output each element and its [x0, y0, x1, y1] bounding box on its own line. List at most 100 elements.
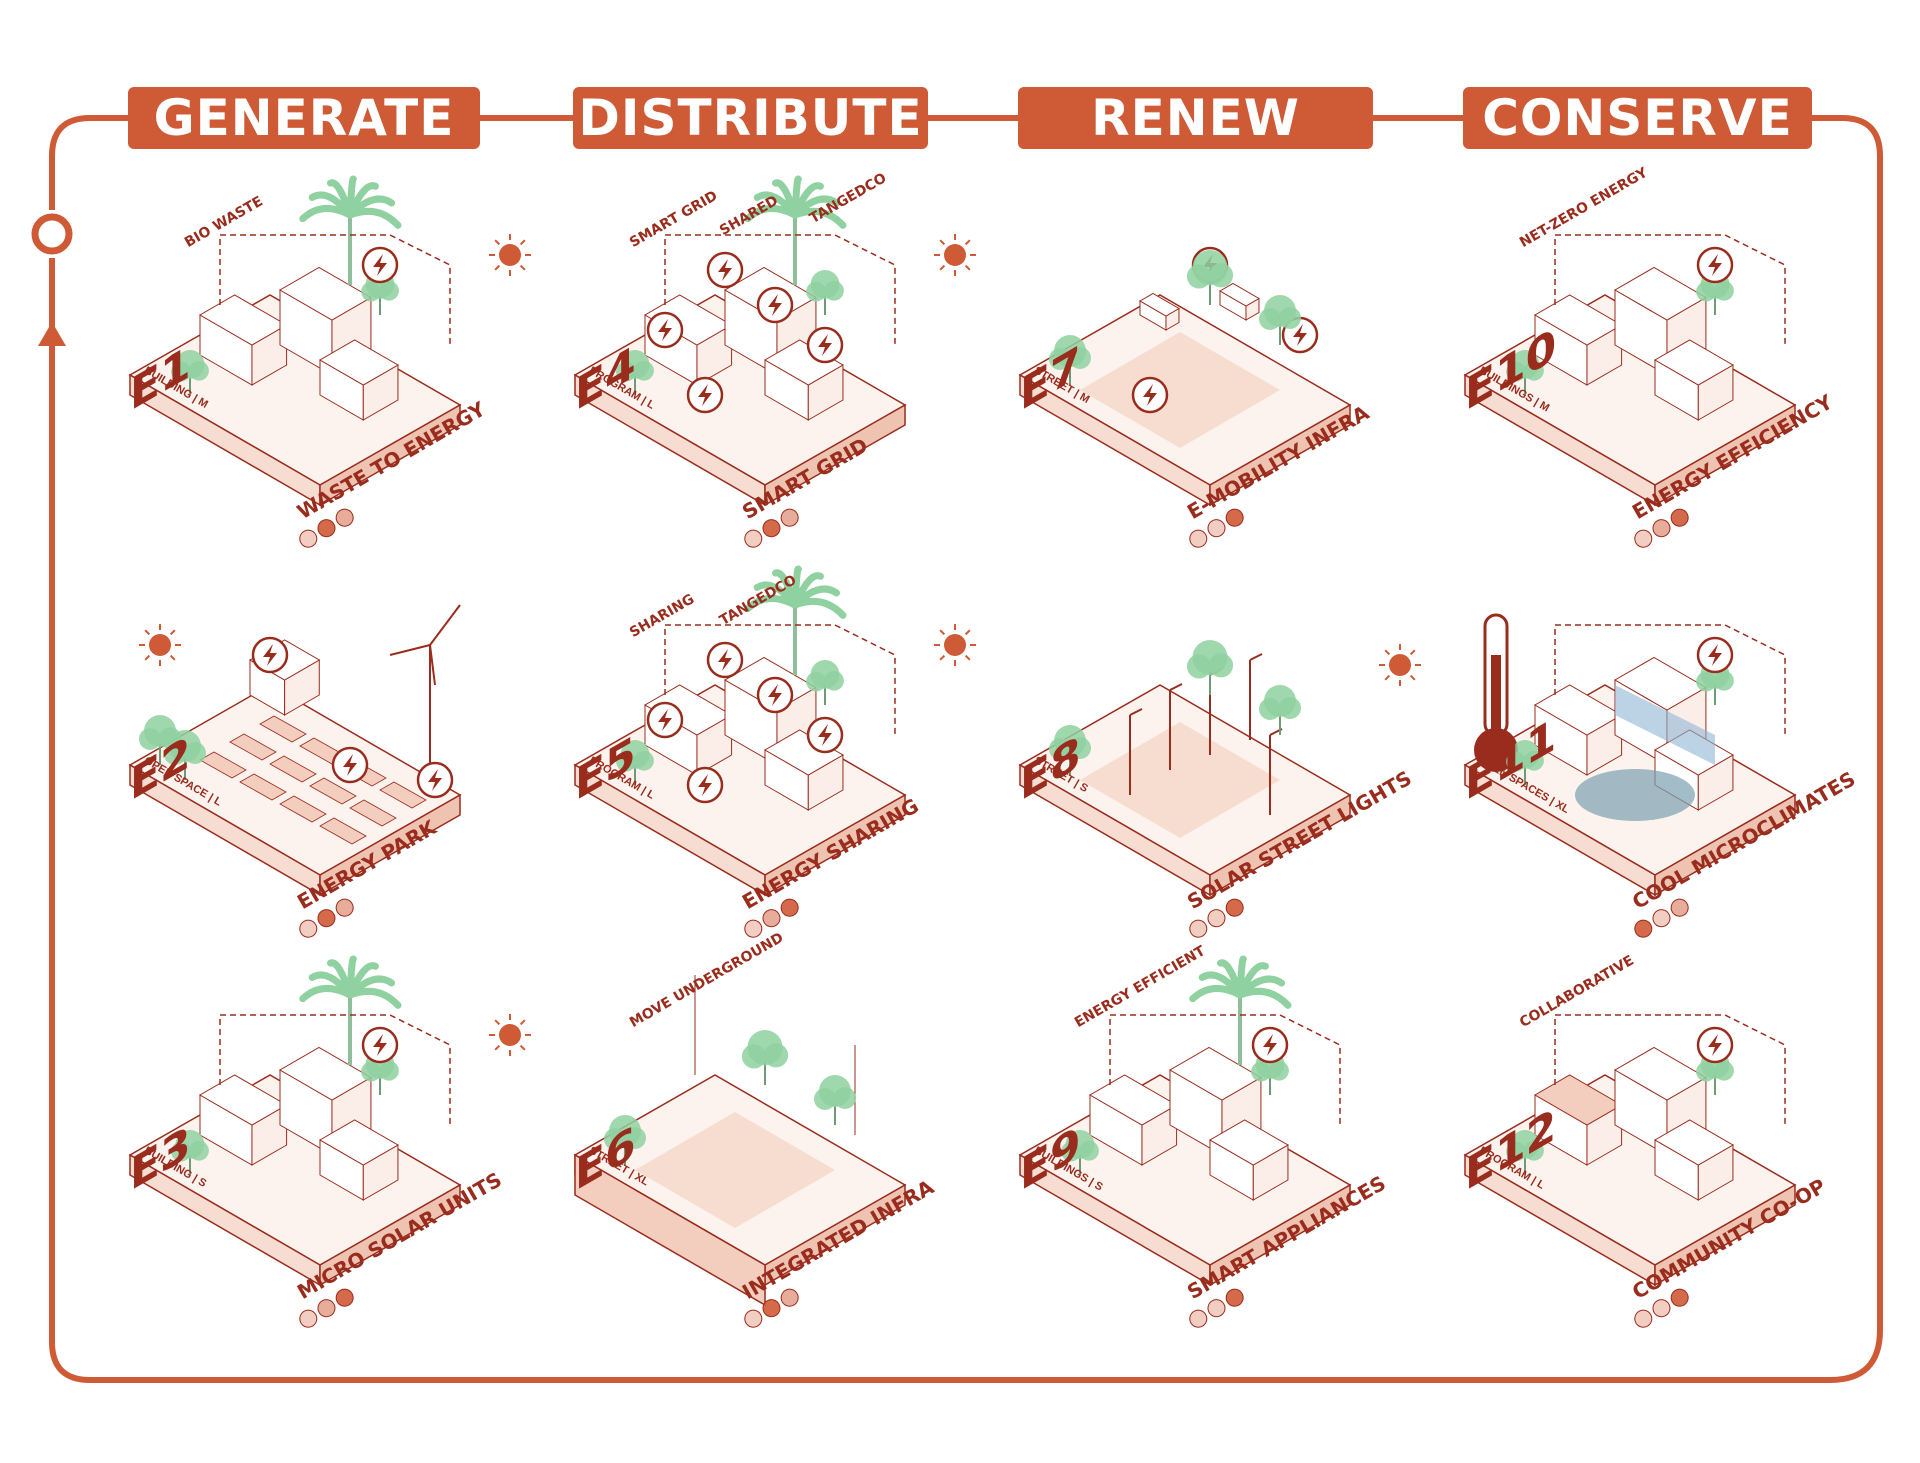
dashed-connector [219, 234, 451, 345]
tree-icon [741, 1030, 789, 1085]
phase-generate: GENERATE [128, 87, 480, 149]
platform-right-side [1654, 403, 1796, 507]
sun-icon [489, 234, 531, 276]
tree-icon [171, 350, 209, 395]
lightning-icon [806, 326, 844, 364]
tree-icon [164, 730, 206, 780]
platform-right-side [1654, 793, 1796, 897]
solar-panel [319, 817, 367, 845]
phase-conserve: CONSERVE [1463, 87, 1812, 149]
scene [1506, 1014, 1786, 1201]
lightning-icon [1696, 246, 1734, 284]
sun-icon [934, 624, 976, 666]
tree-icon [171, 1130, 209, 1175]
road [635, 1112, 835, 1228]
tree-icon [1186, 250, 1234, 305]
dashed-connector [1554, 624, 1786, 735]
tree-icon [604, 1115, 646, 1165]
solar-panel [259, 715, 307, 743]
lightning-icon [361, 1026, 399, 1064]
building-block [319, 339, 399, 421]
palm-tree-icon [299, 175, 402, 285]
tile-illustration [1018, 246, 1352, 507]
dashed-connector [664, 234, 896, 345]
platform-right-side [764, 403, 906, 507]
sun-icon [1379, 644, 1421, 686]
building-block [319, 1119, 399, 1201]
scene [1049, 246, 1319, 448]
lightning-icon [686, 766, 724, 804]
dashed-connector [1554, 234, 1786, 345]
platform-right-side [1654, 1183, 1796, 1287]
tile-illustration [1018, 640, 1421, 897]
tree-icon [616, 350, 654, 395]
solar-panel [279, 795, 327, 823]
tile-illustration [1463, 613, 1797, 897]
platform-right-side [1209, 1183, 1351, 1287]
tree-icon [1259, 295, 1301, 345]
scene [1061, 955, 1341, 1201]
scene [171, 175, 531, 421]
dashed-connector [1109, 1014, 1341, 1125]
lightning-icon [251, 636, 289, 674]
platform-right-side [319, 403, 461, 507]
tree-icon [1259, 685, 1301, 735]
car [1219, 282, 1260, 321]
palm-tree-icon [744, 565, 847, 675]
building-block [1534, 1074, 1623, 1166]
solar-panel [269, 755, 317, 783]
platform-right-side [764, 793, 906, 897]
scene [616, 175, 976, 421]
lightning-icon [646, 311, 684, 349]
lightning-icon [331, 746, 369, 784]
solar-panel [379, 781, 427, 809]
scene [139, 604, 461, 845]
dashed-connector [219, 1014, 451, 1125]
tree-icon [616, 740, 654, 785]
tree-icon [1506, 740, 1544, 785]
sun-icon [139, 624, 181, 666]
platform-right-side [1209, 403, 1351, 507]
platform-right-side [1209, 793, 1351, 897]
tree-icon [1049, 335, 1091, 385]
solar-panel [349, 799, 397, 827]
lightning-icon [706, 641, 744, 679]
building-block [1534, 294, 1623, 386]
tile-illustration [1463, 234, 1797, 507]
tile-illustration [1018, 955, 1352, 1287]
tile-illustration [573, 175, 976, 507]
solar-panel [239, 773, 287, 801]
scene [1474, 613, 1786, 821]
palm-tree-icon [1189, 955, 1292, 1065]
tile-illustration [573, 975, 907, 1307]
tree-icon [814, 1075, 856, 1125]
platform-right-side [319, 1183, 461, 1287]
dashed-connector [1554, 1014, 1786, 1125]
car [1139, 292, 1180, 331]
tree-icon [1061, 1130, 1099, 1175]
lightning-icon [1696, 1026, 1734, 1064]
building-block [1654, 339, 1734, 421]
sun-icon [934, 234, 976, 276]
tile-illustration [128, 175, 531, 507]
lightning-icon [361, 246, 399, 284]
tree-icon [1506, 350, 1544, 395]
airflow-arrow [1615, 685, 1715, 765]
lightning-icon [416, 761, 454, 799]
lightning-icon [646, 701, 684, 739]
tile-illustration [573, 565, 976, 897]
wind-turbine-icon [389, 604, 461, 785]
scene [1506, 234, 1786, 421]
palm-tree-icon [299, 955, 402, 1065]
building-block [199, 1074, 288, 1166]
scene [171, 955, 531, 1201]
lightning-icon [756, 676, 794, 714]
